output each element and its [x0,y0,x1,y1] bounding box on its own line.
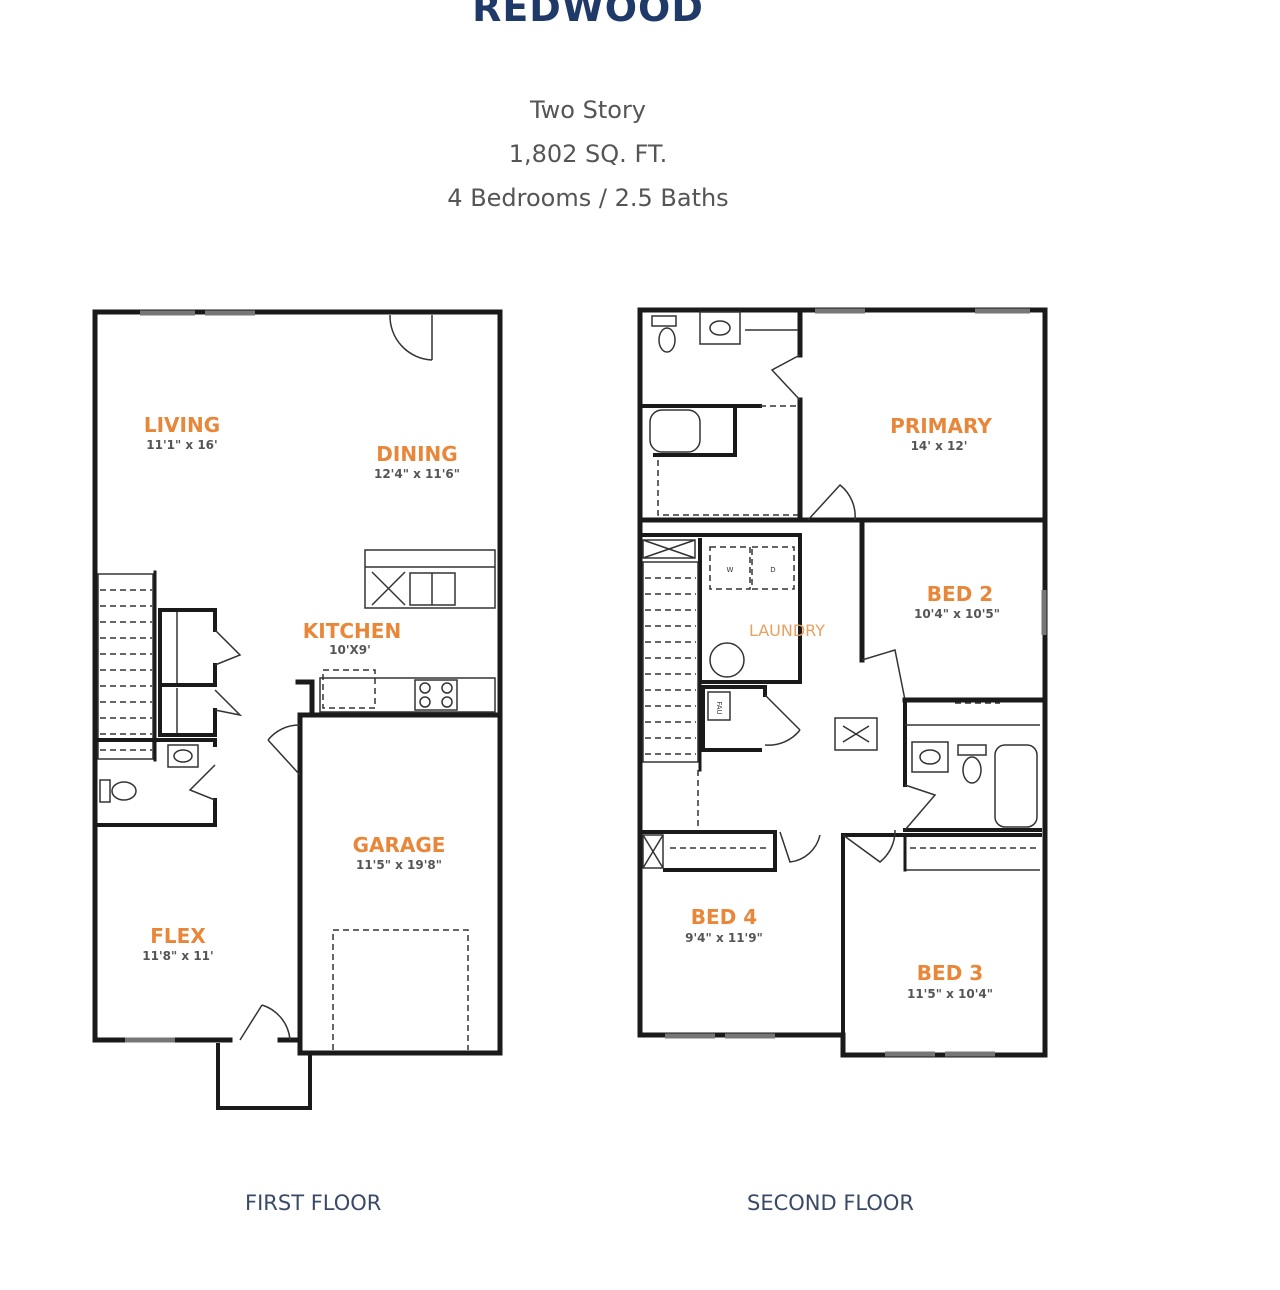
furnace-label: FAU [715,701,723,714]
washer-label: W [727,566,734,574]
second-floor-label: SECOND FLOOR [747,1191,915,1215]
plan-style: Two Story [529,96,647,124]
plan-beds-baths: 4 Bedrooms / 2.5 Baths [447,184,729,212]
room-size-living: 11'1" x 16' [146,438,217,452]
room-size-dining: 12'4" x 11'6" [374,467,460,481]
room-name-bed-4: BED 4 [691,905,757,929]
kitchen-counters [295,549,496,718]
room-size-bed-2: 10'4" x 10'5" [914,607,1000,621]
room-name-primary: PRIMARY [890,414,992,438]
first-floor-plan: LIVING 11'1" x 16' DINING 12'4" x 11'6" … [92,309,503,1110]
room-size-flex: 11'8" x 11' [142,949,213,963]
room-name-laundry: LAUNDRY [749,621,825,640]
room-name-bed-2: BED 2 [927,582,993,606]
stairs [642,538,702,772]
stairs [97,570,157,762]
plan-title: REDWOOD [472,0,704,30]
room-size-bed-3: 11'5" x 10'4" [907,987,993,1001]
second-floor-plan: W D FAU PRIMARY 14 [637,307,1048,1058]
plan-area: 1,802 SQ. FT. [508,140,668,168]
room-name-garage: GARAGE [353,833,446,857]
room-name-kitchen: KITCHEN [303,619,401,643]
room-name-dining: DINING [376,442,457,466]
room-size-garage: 11'5" x 19'8" [356,858,442,872]
dryer-label: D [770,566,775,574]
room-size-kitchen: 10'X9' [329,643,371,657]
first-floor-label: FIRST FLOOR [245,1191,382,1215]
room-name-bed-3: BED 3 [917,961,983,985]
room-size-bed-4: 9'4" x 11'9" [685,931,763,945]
room-size-primary: 14' x 12' [911,439,968,453]
room-name-flex: FLEX [150,924,206,948]
room-name-living: LIVING [144,413,220,437]
